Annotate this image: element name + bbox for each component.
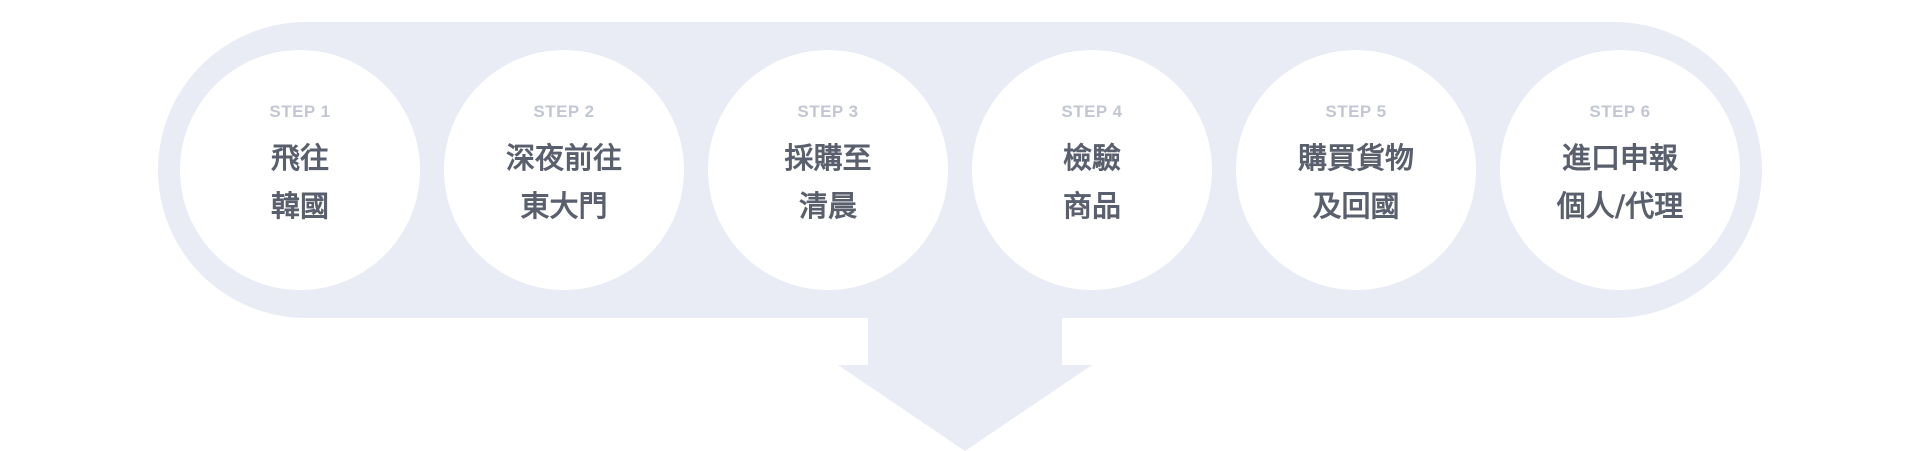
step-4: STEP 4 檢驗 商品 [972,50,1212,290]
step-3: STEP 3 採購至 清晨 [708,50,948,290]
step-4-title-line-2: 商品 [1062,189,1121,223]
step-2-title-line-2: 東大門 [520,189,608,223]
step-4-label: STEP 4 [1061,102,1123,121]
step-3-title-line-2: 清晨 [798,189,857,223]
step-2-title: 深夜前往 東大門 [506,134,622,230]
step-5-title-line-2: 及回國 [1312,189,1400,223]
step-4-title: 檢驗 商品 [1063,134,1121,230]
step-3-title-line-1: 採購至 [784,141,872,175]
step-1-title-line-1: 飛往 [270,141,329,175]
step-3-label: STEP 3 [797,102,859,121]
step-4-title-line-1: 檢驗 [1062,141,1121,175]
step-1-label: STEP 1 [269,102,331,121]
steps-row: STEP 1 飛往 韓國 STEP 2 深夜前往 東大門 STEP 3 採購至 … [180,50,1740,290]
step-6-title: 進口申報 個人/代理 [1557,134,1684,230]
step-6-label: STEP 6 [1589,102,1651,121]
down-arrow-icon [838,316,1092,451]
step-1-title: 飛往 韓國 [271,134,329,230]
step-2-title-line-1: 深夜前往 [505,141,622,175]
step-6-title-line-1: 進口申報 [1561,141,1678,175]
step-6-title-line-2: 個人/代理 [1556,189,1684,223]
step-5-label: STEP 5 [1325,102,1387,121]
step-1: STEP 1 飛往 韓國 [180,50,420,290]
step-6: STEP 6 進口申報 個人/代理 [1500,50,1740,290]
step-5-title: 購買貨物 及回國 [1298,134,1414,230]
step-5: STEP 5 購買貨物 及回國 [1236,50,1476,290]
step-5-title-line-1: 購買貨物 [1297,141,1414,175]
step-2: STEP 2 深夜前往 東大門 [444,50,684,290]
step-1-title-line-2: 韓國 [270,189,329,223]
step-2-label: STEP 2 [533,102,595,121]
step-3-title: 採購至 清晨 [784,134,871,230]
